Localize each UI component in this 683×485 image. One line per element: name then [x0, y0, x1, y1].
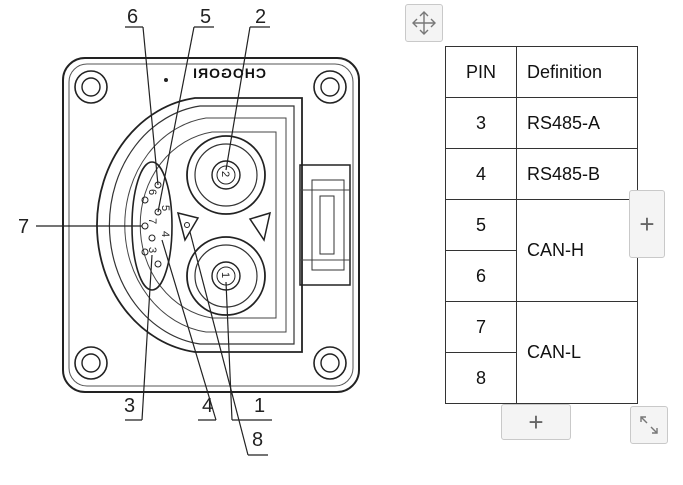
pin-label: 7: [146, 218, 158, 224]
pin-label: 5: [159, 205, 171, 211]
key-triangle-left: [176, 211, 200, 242]
table-row: 6: [445, 250, 638, 302]
mounting-hole: [74, 70, 108, 104]
table-cell-pin[interactable]: 8: [445, 352, 517, 404]
mounting-hole: [313, 70, 347, 104]
callout-label: 5: [200, 6, 211, 28]
pin-label: 6: [146, 189, 158, 195]
table-cell-definition[interactable]: RS485-A: [516, 97, 638, 149]
callout-label: 1: [254, 395, 265, 417]
table-cell-pin[interactable]: 6: [445, 250, 517, 302]
mounting-hole: [313, 346, 347, 380]
logo-text: CHOGORI: [192, 65, 266, 81]
table-cell-pin[interactable]: 4: [445, 148, 517, 200]
table-cell-definition[interactable]: RS485-B: [516, 148, 638, 200]
table-header-row: PIN Definition: [445, 46, 638, 98]
pin-label: 2: [219, 171, 231, 177]
resize-diagonal-icon: [640, 416, 658, 434]
pin-label: 4: [159, 231, 171, 237]
connector-diagram: CHOGORI 2 1 6 5 4 7 3: [18, 6, 360, 456]
callout-4: [161, 239, 217, 421]
callout-8: [189, 231, 268, 456]
pin-label: 3: [146, 247, 158, 253]
table-resize-handle[interactable]: [630, 406, 668, 444]
table-row: 4 RS485-B: [445, 148, 638, 200]
table-move-handle[interactable]: [405, 4, 443, 42]
callout-label: 7: [18, 216, 29, 238]
table-row: 3 RS485-A: [445, 97, 638, 149]
header-definition[interactable]: Definition: [516, 46, 638, 98]
callout-label: 6: [127, 6, 138, 28]
connector-flange: [62, 57, 360, 393]
callout-label: 3: [124, 395, 135, 417]
table-row: 5 CAN-H: [445, 199, 638, 302]
callout-label: 8: [252, 429, 263, 451]
table-row: 8: [445, 352, 638, 404]
header-pin[interactable]: PIN: [445, 46, 517, 98]
callout-6: [125, 26, 159, 186]
table-cell-pin[interactable]: 3: [445, 97, 517, 149]
table-cell-pin[interactable]: 5: [445, 199, 517, 251]
pin-label: 1: [219, 272, 231, 278]
key-triangle-right: [248, 211, 272, 242]
callout-3: [125, 254, 153, 421]
callout-2: [225, 26, 270, 171]
callout-5: [157, 26, 214, 213]
table-row: 7 CAN-L: [445, 301, 638, 404]
pin-definition-table: PIN Definition 3 RS485-A 4 RS485-B 5 CAN…: [445, 46, 638, 404]
add-row-button[interactable]: +: [501, 404, 571, 440]
table-cell-definition[interactable]: CAN-L: [516, 301, 638, 404]
mounting-hole: [74, 346, 108, 380]
plus-icon: +: [639, 208, 655, 239]
power-contact-2: [186, 135, 266, 215]
table-cell-definition[interactable]: CAN-H: [516, 199, 638, 302]
table-cell-pin[interactable]: 7: [445, 301, 517, 353]
plus-icon: +: [528, 406, 544, 437]
callout-label: 2: [255, 6, 266, 28]
add-column-button[interactable]: +: [629, 190, 665, 258]
move-arrows-icon: [412, 11, 436, 35]
callout-label: 4: [202, 395, 213, 417]
